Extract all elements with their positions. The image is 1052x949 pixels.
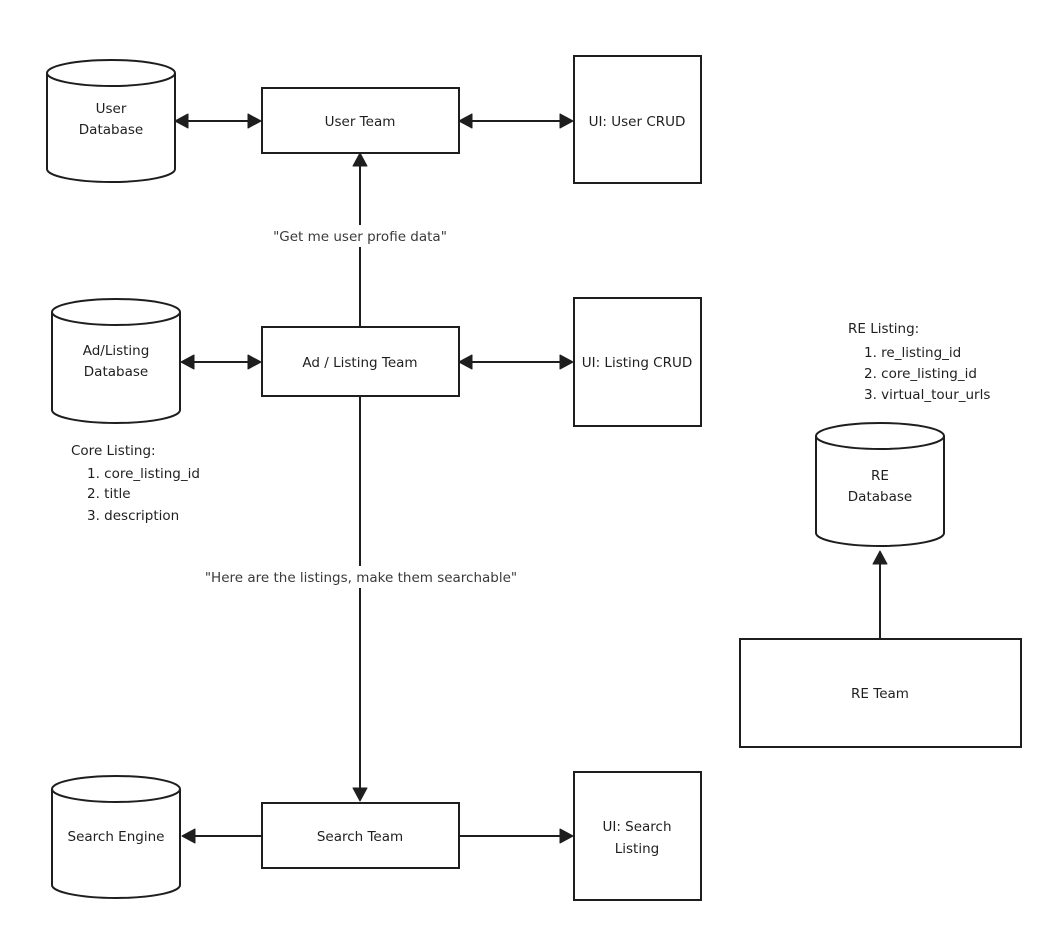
edge-userteam-uiusercrud <box>458 113 574 129</box>
re-database-line2: Database <box>848 489 912 505</box>
re-listing-note: RE Listing: 1. re_listing_id 2. core_lis… <box>848 321 990 403</box>
listing-team-label: Ad / Listing Team <box>302 355 417 371</box>
edge-listingteam-searchteam <box>352 397 368 802</box>
edge-listingteam-uilistingcrud <box>458 354 574 370</box>
search-team-box: Search Team <box>261 802 460 869</box>
re-database-cylinder: RE Database <box>815 422 945 547</box>
re-listing-item: 2. core_listing_id <box>864 366 977 382</box>
re-listing-item: 3. virtual_tour_urls <box>864 387 990 403</box>
svg-text:"Get me user profie data": "Get me user profie data" <box>273 229 447 245</box>
core-listing-item: 1. core_listing_id <box>87 466 200 482</box>
svg-text:"Here are the listings, make t: "Here are the listings, make them search… <box>205 570 517 586</box>
core-listing-title: Core Listing: <box>71 443 156 459</box>
re-team-label: RE Team <box>851 686 909 702</box>
listing-database-cylinder: Ad/Listing Database <box>51 298 181 424</box>
search-engine-cylinder: Search Engine <box>51 775 181 899</box>
re-listing-title: RE Listing: <box>848 321 919 337</box>
edge-searchteam-uisearchlisting <box>459 828 574 844</box>
search-engine-label: Search Engine <box>68 829 165 845</box>
re-database-line1: RE <box>871 468 889 484</box>
user-team-label: User Team <box>325 114 396 130</box>
listing-team-box: Ad / Listing Team <box>261 326 460 397</box>
user-team-box: User Team <box>261 87 460 154</box>
edge-listingdb-listingteam <box>180 354 262 370</box>
ui-listing-crud-label: UI: Listing CRUD <box>582 355 693 371</box>
core-listing-item: 2. title <box>87 486 131 502</box>
search-team-label: Search Team <box>317 829 403 845</box>
re-team-box: RE Team <box>739 638 1022 748</box>
edge-searchteam-searchengine <box>181 828 261 844</box>
ui-search-listing-line1: UI: Search <box>602 819 671 835</box>
listing-database-line2: Database <box>84 364 148 380</box>
ui-search-listing-line2: Listing <box>615 841 659 857</box>
core-listing-note: Core Listing: 1. core_listing_id 2. titl… <box>71 443 200 524</box>
re-listing-item: 1. re_listing_id <box>864 345 961 361</box>
user-database-cylinder: User Database <box>46 59 176 183</box>
core-listing-item: 3. description <box>87 508 179 524</box>
user-database-line1: User <box>96 101 127 117</box>
edge-label-user-profile: "Get me user profie data" <box>262 225 458 247</box>
ui-search-listing-box: UI: Search Listing <box>573 771 702 901</box>
listing-database-line1: Ad/Listing <box>83 343 150 359</box>
edge-reteam-redatabase <box>872 550 888 638</box>
ui-listing-crud-box: UI: Listing CRUD <box>573 297 702 427</box>
edge-userdb-userteam <box>174 113 262 129</box>
ui-user-crud-box: UI: User CRUD <box>573 55 702 184</box>
edge-label-make-searchable: "Here are the listings, make them search… <box>196 566 526 588</box>
user-database-line2: Database <box>79 122 143 138</box>
ui-user-crud-label: UI: User CRUD <box>589 114 686 130</box>
